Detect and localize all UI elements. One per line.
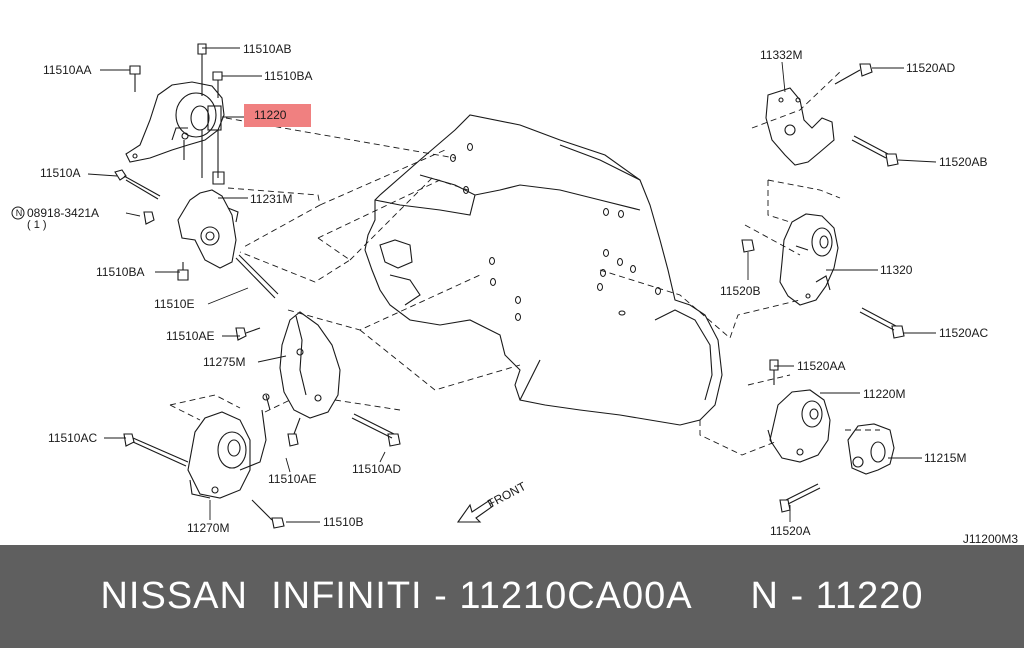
front-arrow-icon (456, 499, 494, 523)
diagram-reference: J11200M3 (962, 532, 1018, 545)
footer-part-number: NISSAN INFINITI - 11210CA00A (100, 575, 693, 617)
part-label-11510ba-top: 11510BA (264, 69, 313, 83)
bracket-11332m (765, 63, 899, 167)
dashed-guides (169, 69, 880, 456)
bracket-11275m (235, 311, 401, 447)
n-circle-icon (11, 206, 25, 220)
engine-bolt-holes (450, 143, 661, 321)
part-label-11520ad: 11520AD (906, 61, 956, 75)
mount-11320 (741, 213, 905, 339)
part-label-11510b: 11510B (323, 515, 364, 529)
bolts-top-left (114, 43, 223, 200)
part-label-11520ab: 11520AB (939, 155, 988, 169)
part-label-11275m: 11275M (203, 355, 246, 369)
engine-mount-11220 (125, 81, 225, 163)
engine-block (364, 114, 723, 426)
part-label-11510ac: 11510AC (48, 431, 98, 445)
leader-lines (87, 47, 937, 523)
part-label-11510aa: 11510AA (43, 63, 92, 77)
mount-11220m (767, 359, 831, 463)
footer-banner: NISSAN INFINITI - 11210CA00A N - 11220 (0, 545, 1024, 648)
part-label-11510a: 11510A (40, 166, 81, 180)
part-label-11220m: 11220M (863, 387, 906, 401)
part-label-11520ac: 11520AC (939, 326, 989, 340)
part-label-11231m: 11231M (250, 192, 293, 206)
footer-diagram-number: N - 11220 (750, 575, 924, 617)
part-label-11510ae-bottom: 11510AE (268, 472, 317, 486)
part-label-11270m: 11270M (187, 521, 230, 535)
footer-spacer (693, 575, 751, 618)
part-qty-08918: ( 1 ) (27, 219, 47, 231)
part-label-11520a: 11520A (770, 524, 811, 538)
part-label-11510ab: 11510AB (243, 42, 292, 56)
part-label-11510ae-top: 11510AE (166, 329, 215, 343)
bracket-11231m (143, 171, 279, 299)
part-label-08918-3421a: 08918-3421A (27, 206, 100, 220)
bracket-11215m (779, 423, 895, 513)
diagram-drawing (11, 43, 937, 529)
part-label-11215m: 11215M (924, 451, 967, 465)
part-label-11510ba-bottom: 11510BA (96, 265, 145, 279)
part-label-11520aa: 11520AA (797, 359, 846, 373)
part-label-11332m: 11332M (760, 48, 803, 62)
part-label-11520b: 11520B (720, 284, 761, 298)
part-label-11510ad: 11510AD (352, 462, 402, 476)
mount-11270m (123, 393, 285, 529)
part-label-11220-highlight: 11220 (244, 104, 311, 127)
part-label-11320: 11320 (880, 263, 913, 277)
parts-diagram: 11510AB 11510AA 11510BA 11220 11510A 112… (11, 42, 1018, 545)
n-circle-label: N (15, 208, 23, 218)
part-label-11510e: 11510E (154, 297, 195, 311)
